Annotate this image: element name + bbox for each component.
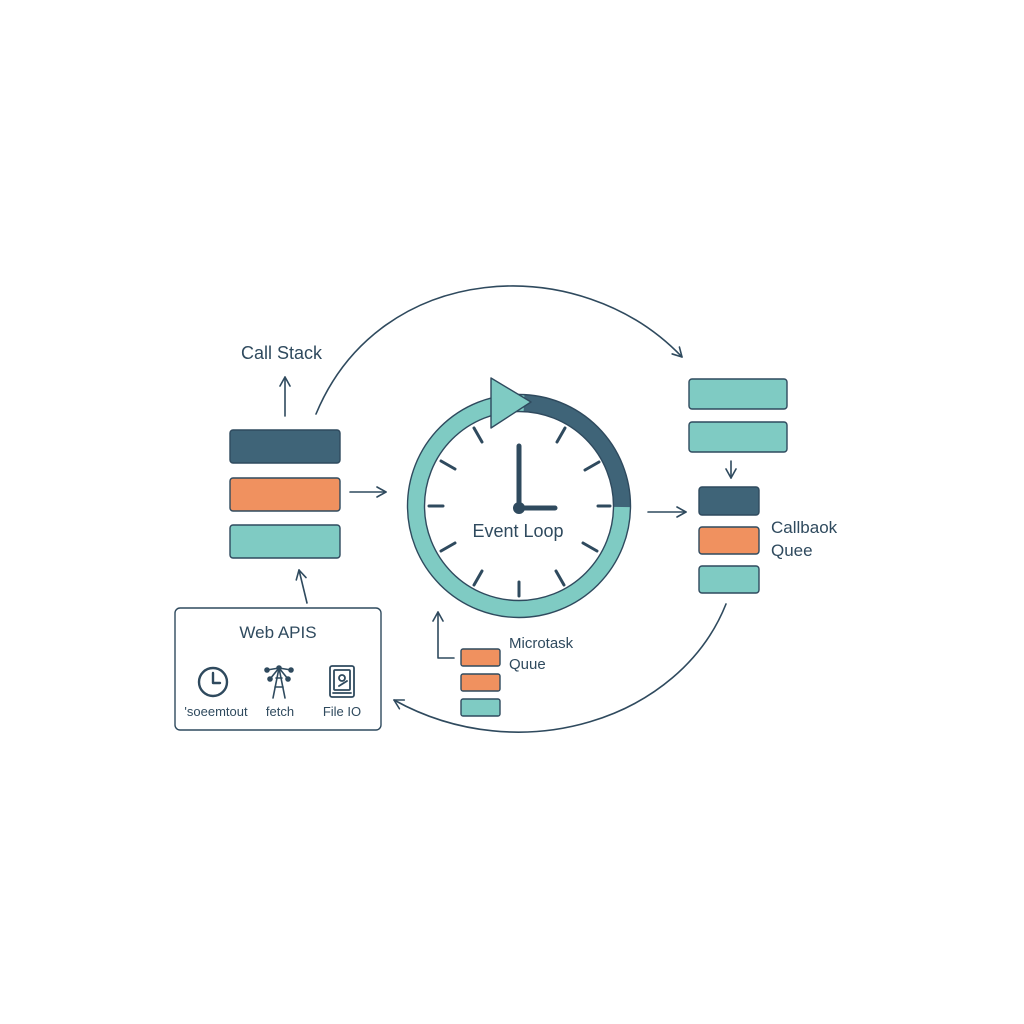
callback-queue-top-block-1 — [688, 378, 788, 410]
microtask-block-3 — [460, 698, 501, 717]
microtask-block-2 — [460, 673, 501, 692]
microtask-queue: Microtask Quue — [432, 611, 574, 717]
callback-queue-label-line1: Callbaok — [771, 518, 838, 537]
web-api-label-file-io: File IO — [323, 704, 361, 719]
web-apis-box: Web APIS 'soeemtout fetch — [174, 607, 382, 731]
call-stack: Call Stack — [229, 343, 341, 559]
callback-queue: Callbaok Quee — [688, 378, 838, 594]
file-drive-icon — [329, 665, 355, 698]
stack-to-callback-arc — [315, 285, 683, 415]
callback-queue-top-block-2 — [688, 421, 788, 453]
microtask-to-loop-arrow — [432, 611, 455, 659]
webapis-to-stack-arrow — [295, 569, 308, 604]
call-stack-block-3 — [229, 524, 341, 559]
clock-center — [513, 502, 525, 514]
call-stack-block-1 — [229, 429, 341, 464]
clock-ring-dark-segment — [523, 394, 631, 508]
clock-ticks — [427, 426, 612, 598]
event-loop-clock: Event Loop — [406, 377, 632, 619]
microtask-label-line1: Microtask — [509, 635, 574, 652]
antenna-icon — [264, 665, 294, 699]
web-api-label-fetch: fetch — [266, 704, 294, 719]
web-api-label-settimeout: 'soeemtout — [184, 704, 248, 719]
call-stack-block-2 — [229, 477, 341, 512]
callback-to-webapis-arc — [393, 603, 727, 733]
clock-ring-arrowhead — [490, 377, 532, 429]
call-stack-label: Call Stack — [241, 343, 323, 363]
event-loop-label: Event Loop — [472, 521, 563, 541]
callback-queue-block-3 — [698, 565, 760, 594]
web-apis-title: Web APIS — [239, 623, 316, 642]
callback-queue-block-1 — [698, 486, 760, 516]
callback-queue-block-2 — [698, 526, 760, 555]
microtask-block-1 — [460, 648, 501, 667]
callback-queue-label-line2: Quee — [771, 541, 813, 560]
clock-icon — [197, 666, 229, 698]
microtask-label-line2: Quue — [509, 656, 546, 673]
